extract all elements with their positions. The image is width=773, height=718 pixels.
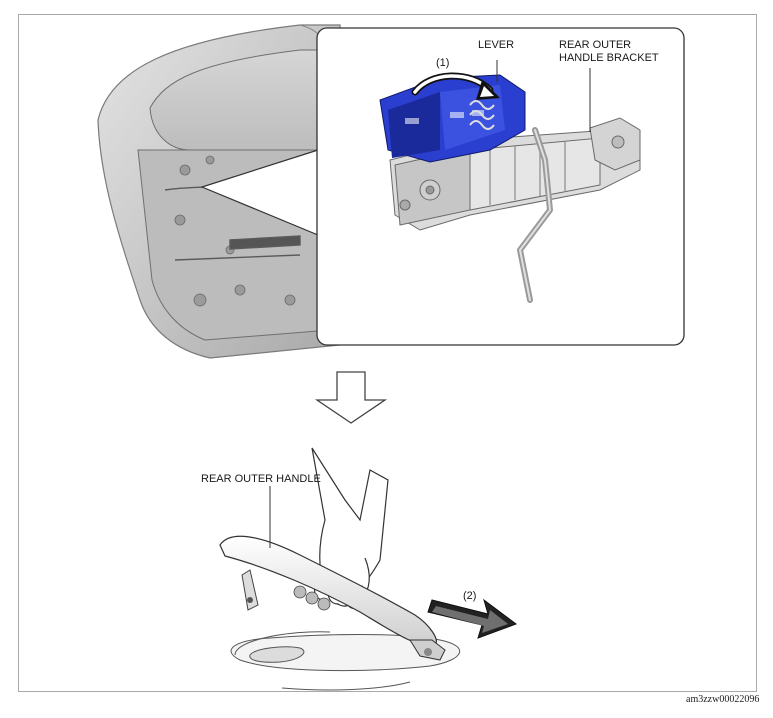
lever-label: LEVER <box>478 39 515 51</box>
bracket-label-line1: REAR OUTER <box>559 39 632 51</box>
rotation-arrow-icon <box>411 72 500 100</box>
door-surface <box>230 631 461 691</box>
pull-arrow-icon <box>427 598 518 639</box>
bracket-label-line2: HANDLE BRACKET <box>559 52 659 64</box>
outer-handle-label: REAR OUTER HANDLE <box>201 473 321 485</box>
down-arrow-icon <box>314 371 388 424</box>
outer-handle <box>219 535 446 661</box>
figure-code: am3zzw00022096 <box>686 694 760 705</box>
step1-label: (1) <box>436 57 450 69</box>
step2-label: (2) <box>463 590 477 602</box>
